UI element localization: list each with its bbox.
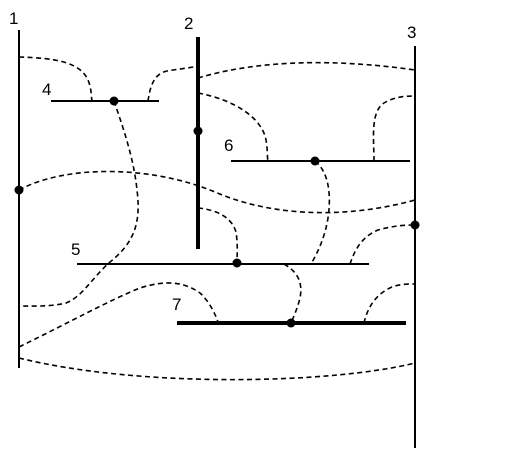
dashed-connectors bbox=[18, 56, 416, 381]
junction-dot-line-1 bbox=[14, 185, 24, 195]
junction-dot-line-6 bbox=[310, 156, 320, 166]
junction-dot-line-5 bbox=[232, 258, 242, 268]
junction-dot-line-4 bbox=[109, 96, 119, 106]
label-line-3: 3 bbox=[407, 23, 416, 42]
junction-dot-line-7 bbox=[286, 318, 296, 328]
label-line-6: 6 bbox=[224, 136, 233, 155]
label-line-4: 4 bbox=[42, 80, 51, 99]
label-line-7: 7 bbox=[172, 295, 181, 314]
label-line-2: 2 bbox=[184, 14, 193, 33]
label-line-1: 1 bbox=[9, 9, 18, 28]
label-line-5: 5 bbox=[71, 240, 80, 259]
junction-dot-line-2 bbox=[193, 126, 203, 136]
junction-dot-line-3 bbox=[410, 220, 420, 230]
